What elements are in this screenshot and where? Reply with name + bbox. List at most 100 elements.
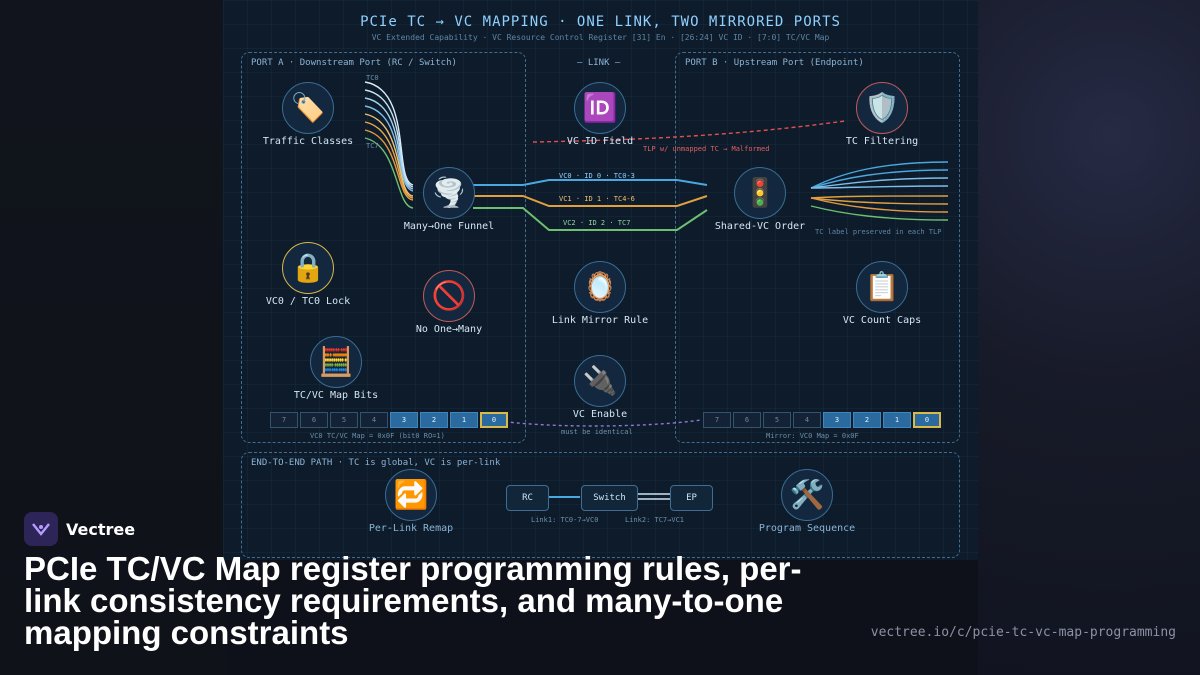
register-bit: 3 — [823, 412, 851, 428]
prohibited-icon: 🚫 — [423, 270, 475, 322]
repeat-icon: 🔁 — [385, 469, 437, 521]
register-bit: 0 — [480, 412, 508, 428]
malformed-label: TLP w/ unmapped TC → Malformed — [643, 145, 770, 153]
sequence-label: Program Sequence — [758, 523, 856, 534]
connection-lines — [364, 81, 949, 500]
port-a-label: PORT A · Downstream Port (RC / Switch) — [251, 58, 457, 68]
malformed-path-line — [532, 120, 846, 143]
register-bit: 7 — [703, 412, 731, 428]
register-bit: 2 — [853, 412, 881, 428]
vc-id-node: 🆔 VC ID Field — [540, 82, 660, 147]
tc-curve-0 — [364, 81, 414, 186]
vc-enable-node: 🔌 VC Enable — [540, 355, 660, 420]
port-a-register-caption: VC0 TC/VC Map = 0x0F (bit0 RO=1) — [310, 432, 445, 440]
tornado-icon: 🌪️ — [423, 167, 475, 219]
vc0-lock-label: VC0 / TC0 Lock — [265, 296, 351, 307]
port-b-fan-7 — [810, 205, 949, 221]
lock-icon: 🔒 — [282, 242, 334, 294]
port-b-label: PORT B · Upstream Port (Endpoint) — [685, 58, 864, 68]
vc-enable-label: VC Enable — [572, 409, 628, 420]
remap-node: 🔁 Per-Link Remap — [351, 469, 471, 534]
count-caps-node: 📋 VC Count Caps — [822, 261, 942, 326]
link2-label: Link2: TC7→VC1 — [625, 516, 685, 524]
plug-icon: 🔌 — [574, 355, 626, 407]
register-bit: 1 — [450, 412, 478, 428]
vc1-lane-label: VC1 · ID 1 · TC4-6 — [559, 195, 635, 203]
tc-top-label: TC0 — [366, 74, 379, 82]
tc-filtering-node: 🛡️ TC Filtering — [822, 82, 942, 147]
diagram-title: PCIe TC → VC MAPPING · ONE LINK, TWO MIR… — [360, 14, 841, 30]
port-b-register-caption: Mirror: VC0 Map = 0x0F — [766, 432, 859, 440]
diagram-subtitle: VC Extended Capability · VC Resource Con… — [371, 33, 830, 42]
tc-curve-4 — [364, 113, 414, 197]
tc-curve-1 — [364, 89, 414, 188]
end-to-end-label: END-TO-END PATH · TC is global, VC is pe… — [251, 458, 501, 468]
chain-ep: EP — [670, 485, 713, 511]
tc-filtering-label: TC Filtering — [845, 136, 919, 147]
traffic-classes-node: 🏷️ Traffic Classes — [248, 82, 368, 147]
port-b-register: 7 6 5 4 3 2 1 0 — [703, 412, 943, 428]
tc-curve-2 — [364, 97, 414, 190]
brand-name: Vectree — [66, 519, 136, 539]
preserved-label: TC label preserved in each TLP — [815, 228, 942, 236]
traffic-light-icon: 🚦 — [734, 167, 786, 219]
funnel-label: Many→One Funnel — [403, 221, 495, 232]
port-a-box — [241, 52, 526, 443]
port-a-register: 7 6 5 4 3 2 1 0 — [270, 412, 510, 428]
register-bit: 3 — [390, 412, 418, 428]
register-bit: 6 — [733, 412, 761, 428]
tc-curve-7 — [364, 137, 414, 209]
id-icon: 🆔 — [574, 82, 626, 134]
tc-curve-5 — [364, 121, 414, 199]
diagram-panel: PCIe TC → VC MAPPING · ONE LINK, TWO MIR… — [223, 0, 978, 560]
register-bit: 6 — [300, 412, 328, 428]
port-b-fan-3 — [810, 185, 949, 189]
register-bit: 0 — [913, 412, 941, 428]
tc-curve-3 — [364, 105, 414, 192]
tools-icon: 🛠️ — [781, 469, 833, 521]
remap-label: Per-Link Remap — [368, 523, 454, 534]
no-one-many-label: No One→Many — [415, 324, 483, 335]
map-bits-label: TC/VC Map Bits — [293, 390, 379, 401]
traffic-classes-label: Traffic Classes — [262, 136, 354, 147]
abacus-icon: 🧮 — [310, 336, 362, 388]
vc-id-label: VC ID Field — [566, 136, 634, 147]
port-b-fan-2 — [810, 177, 949, 189]
clipboard-icon: 📋 — [856, 261, 908, 313]
register-bit: 4 — [360, 412, 388, 428]
headline: PCIe TC/VC Map register programming rule… — [24, 550, 802, 651]
chain-rc: RC — [506, 485, 549, 511]
vectree-logo-icon — [24, 512, 58, 546]
port-b-fan-6 — [810, 197, 949, 213]
left-backdrop — [0, 0, 225, 675]
tc-bottom-label: TC7 — [366, 142, 379, 150]
shared-order-label: Shared-VC Order — [714, 221, 806, 232]
link1-label: Link1: TC0-7→VC0 — [531, 516, 599, 524]
source-url: vectree.io/c/pcie-tc-vc-map-programming — [870, 625, 1176, 640]
port-b-fan-1 — [810, 169, 949, 189]
register-bit: 5 — [330, 412, 358, 428]
funnel-node: 🌪️ Many→One Funnel — [389, 167, 509, 232]
vc2-lane-line — [473, 207, 708, 231]
vc0-lock-node: 🔒 VC0 / TC0 Lock — [248, 242, 368, 307]
register-bit: 4 — [793, 412, 821, 428]
must-match-label: must be identical — [561, 428, 633, 436]
brand: Vectree — [24, 512, 135, 546]
tag-icon: 🏷️ — [282, 82, 334, 134]
right-backdrop — [978, 0, 1200, 675]
vc1-lane-line — [473, 195, 708, 207]
shared-order-node: 🚦 Shared-VC Order — [700, 167, 820, 232]
sequence-node: 🛠️ Program Sequence — [747, 469, 867, 534]
link-label: — LINK — — [577, 58, 621, 68]
vc0-lane-line — [473, 179, 708, 186]
mirror-icon: 🪞 — [574, 261, 626, 313]
shield-icon: 🛡️ — [856, 82, 908, 134]
port-b-box — [675, 52, 960, 443]
no-one-many-node: 🚫 No One→Many — [389, 270, 509, 335]
port-b-fan-4 — [810, 195, 949, 199]
register-bit: 5 — [763, 412, 791, 428]
mirror-registers-line — [492, 419, 702, 427]
mirror-node: 🪞 Link Mirror Rule — [540, 261, 660, 326]
end-to-end-box — [241, 452, 960, 558]
register-bit: 2 — [420, 412, 448, 428]
